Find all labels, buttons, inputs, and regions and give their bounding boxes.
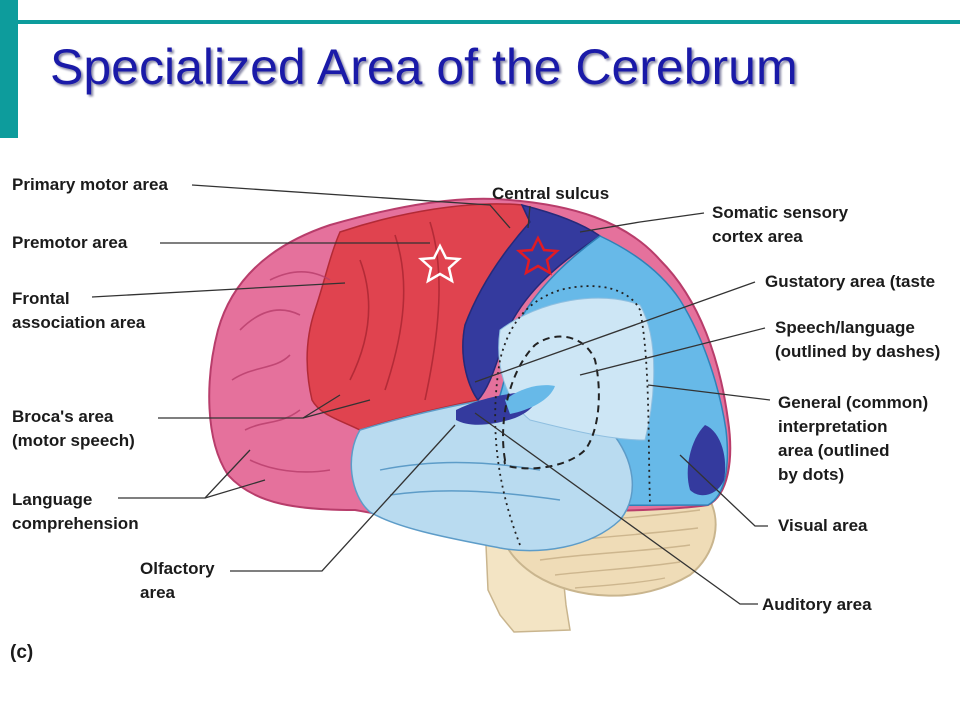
label-olfactory-line2: area bbox=[140, 583, 175, 602]
label-broca-line1: Broca's area bbox=[12, 407, 114, 426]
label-olfactory: Olfactory area bbox=[140, 557, 215, 605]
label-general-line1: General (common) bbox=[778, 393, 929, 412]
leader-lines bbox=[91, 184, 771, 605]
label-general-line4: by dots) bbox=[778, 465, 845, 484]
slide-title: Specialized Area of the Cerebrum bbox=[50, 39, 798, 95]
label-somatic-line2: cortex area bbox=[712, 227, 803, 246]
leader-somatic bbox=[579, 212, 705, 233]
label-somatic: Somatic sensory cortex area bbox=[712, 201, 848, 249]
label-language-line2: comprehension bbox=[12, 514, 139, 533]
motor-gyri bbox=[349, 221, 440, 401]
gyri-texture bbox=[231, 270, 331, 473]
leader-auditory bbox=[474, 412, 758, 605]
leader-gustatory bbox=[474, 281, 756, 383]
cerebellum-folia bbox=[524, 509, 701, 589]
general-interpretation-outline bbox=[494, 285, 651, 546]
leader-language-2 bbox=[204, 479, 266, 499]
label-somatic-line1: Somatic sensory bbox=[712, 203, 849, 222]
label-general: General (common) interpretation area (ou… bbox=[778, 391, 928, 487]
leader-primary-motor bbox=[191, 184, 511, 229]
leader-speech bbox=[579, 327, 766, 376]
label-central-sulcus: Central sulcus bbox=[492, 184, 610, 203]
top-rule bbox=[18, 20, 960, 24]
leader-olfactory bbox=[230, 424, 456, 572]
label-frontal-line2: association area bbox=[12, 313, 146, 332]
label-broca: Broca's area (motor speech) bbox=[12, 405, 135, 453]
label-language-line1: Language bbox=[12, 490, 93, 509]
star-outline-icon bbox=[417, 243, 463, 284]
label-speech-line1: Speech/language bbox=[775, 318, 915, 337]
label-frontal-association: Frontal association area bbox=[12, 287, 145, 335]
temporal-gyri bbox=[379, 461, 561, 501]
leader-general bbox=[647, 384, 771, 401]
accent-bar bbox=[0, 0, 18, 138]
label-broca-line2: (motor speech) bbox=[12, 431, 135, 450]
leader-central-sulcus bbox=[527, 205, 531, 229]
sensory-region bbox=[462, 203, 602, 402]
panel-letter: (c) bbox=[10, 642, 34, 663]
leader-frontal bbox=[91, 282, 346, 298]
star-red-icon bbox=[515, 235, 561, 276]
gustatory-region bbox=[505, 385, 555, 414]
speech-outline bbox=[502, 335, 600, 470]
label-olfactory-line1: Olfactory bbox=[140, 559, 215, 578]
label-auditory: Auditory area bbox=[762, 595, 872, 614]
label-speech-line2: (outlined by dashes) bbox=[775, 342, 941, 361]
label-general-line3: area (outlined bbox=[778, 441, 890, 460]
leader-broca-2 bbox=[302, 399, 371, 419]
label-premotor: Premotor area bbox=[12, 233, 128, 252]
label-gustatory: Gustatory area (taste bbox=[765, 272, 936, 291]
label-primary-motor: Primary motor area bbox=[12, 175, 168, 194]
label-visual: Visual area bbox=[778, 516, 868, 535]
leader-visual bbox=[679, 454, 768, 527]
label-general-line2: interpretation bbox=[778, 417, 888, 436]
visual-region bbox=[687, 425, 726, 496]
label-frontal-line1: Frontal bbox=[12, 289, 70, 308]
label-language: Language comprehension bbox=[12, 488, 139, 536]
label-speech: Speech/language (outlined by dashes) bbox=[775, 316, 940, 364]
